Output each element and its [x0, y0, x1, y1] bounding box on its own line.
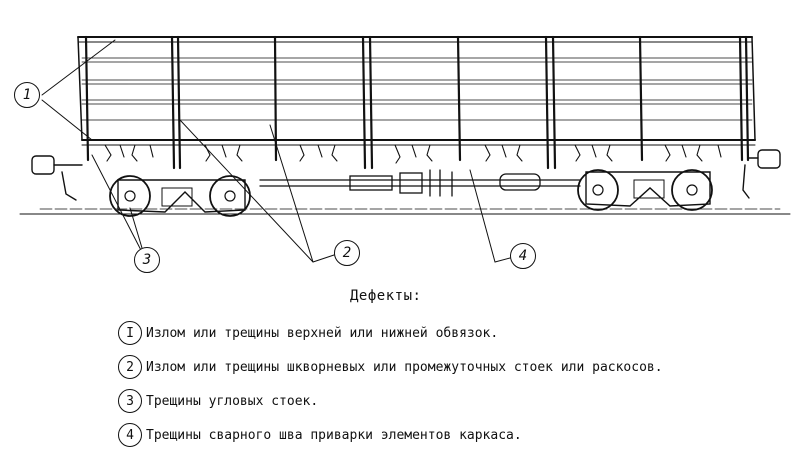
couplers: [31, 149, 781, 201]
undercarriage: [259, 169, 581, 197]
legend-text: Трещины сварного шва приварки элементов …: [146, 427, 522, 443]
left-bogie: [109, 175, 251, 217]
callout-1: 1: [14, 82, 40, 108]
vertical-posts: [84, 35, 750, 170]
legend-text: Трещины угловых стоек.: [146, 393, 319, 409]
body-planks: [81, 57, 753, 121]
legend-text: Излом или трещины шкворневых или промежу…: [146, 359, 663, 375]
callout-2: 2: [334, 240, 360, 266]
legend-number: 3: [118, 389, 142, 413]
right-bogie: [577, 169, 713, 211]
legend-item: I Излом или трещины верхней или нижней о…: [118, 320, 498, 346]
callout-3: 3: [134, 247, 160, 273]
legend-item: 3 Трещины угловых стоек.: [118, 388, 318, 414]
leader-lines: [41, 39, 511, 263]
legend-item: 2 Излом или трещины шкворневых или проме…: [118, 354, 663, 380]
legend-text: Излом или трещины верхней или нижней обв…: [146, 325, 499, 341]
callout-4: 4: [510, 243, 536, 269]
legend-number: 2: [118, 355, 142, 379]
legend-item: 4 Трещины сварного шва приварки элементо…: [118, 422, 522, 448]
legend-number: I: [118, 321, 142, 345]
defects-title: Дефекты:: [350, 288, 422, 304]
legend-number: 4: [118, 423, 142, 447]
door-brackets: [104, 144, 722, 164]
